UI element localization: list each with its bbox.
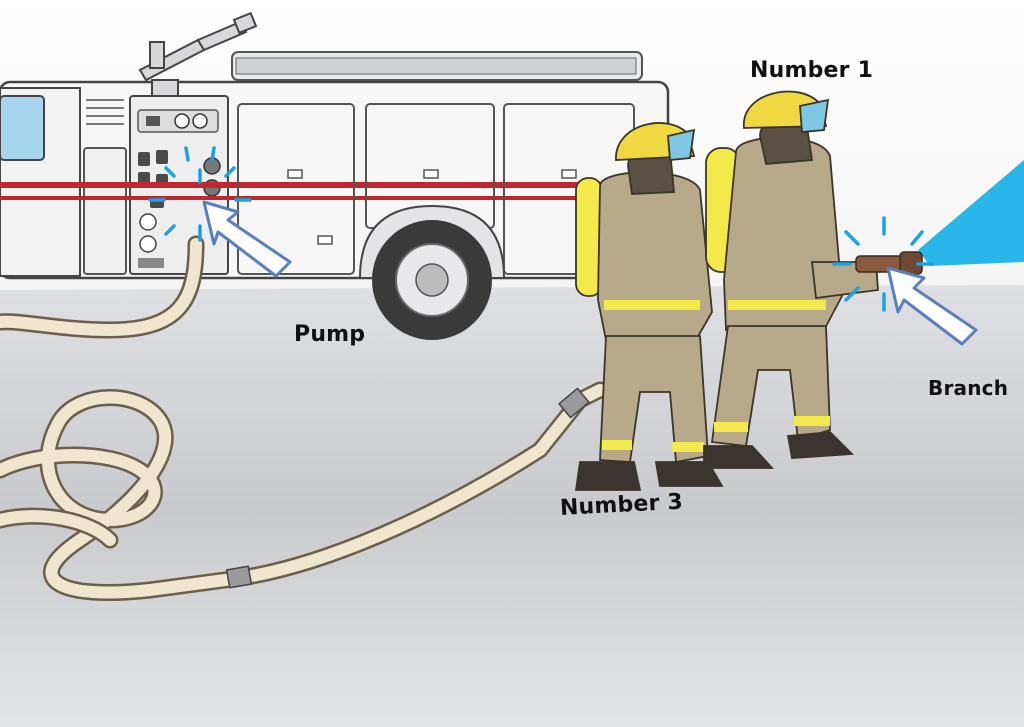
pump-hotspot[interactable] xyxy=(148,146,292,278)
firefighter-number-3 xyxy=(574,122,724,491)
number-1-label: Number 1 xyxy=(750,58,874,83)
branch-hotspot[interactable] xyxy=(832,216,978,346)
water-stream xyxy=(918,160,1024,266)
branch-label: Branch xyxy=(928,376,1009,400)
pump-burst-icon xyxy=(148,146,252,242)
fire-truck xyxy=(0,11,670,340)
ground xyxy=(0,285,1024,727)
branch-cursor-icon xyxy=(886,266,978,346)
pump-label: Pump xyxy=(294,322,366,347)
firefighter-number-1 xyxy=(703,90,879,469)
pump-cursor-icon xyxy=(202,200,292,278)
hose-line xyxy=(0,235,609,601)
branch-burst-icon xyxy=(832,216,934,312)
